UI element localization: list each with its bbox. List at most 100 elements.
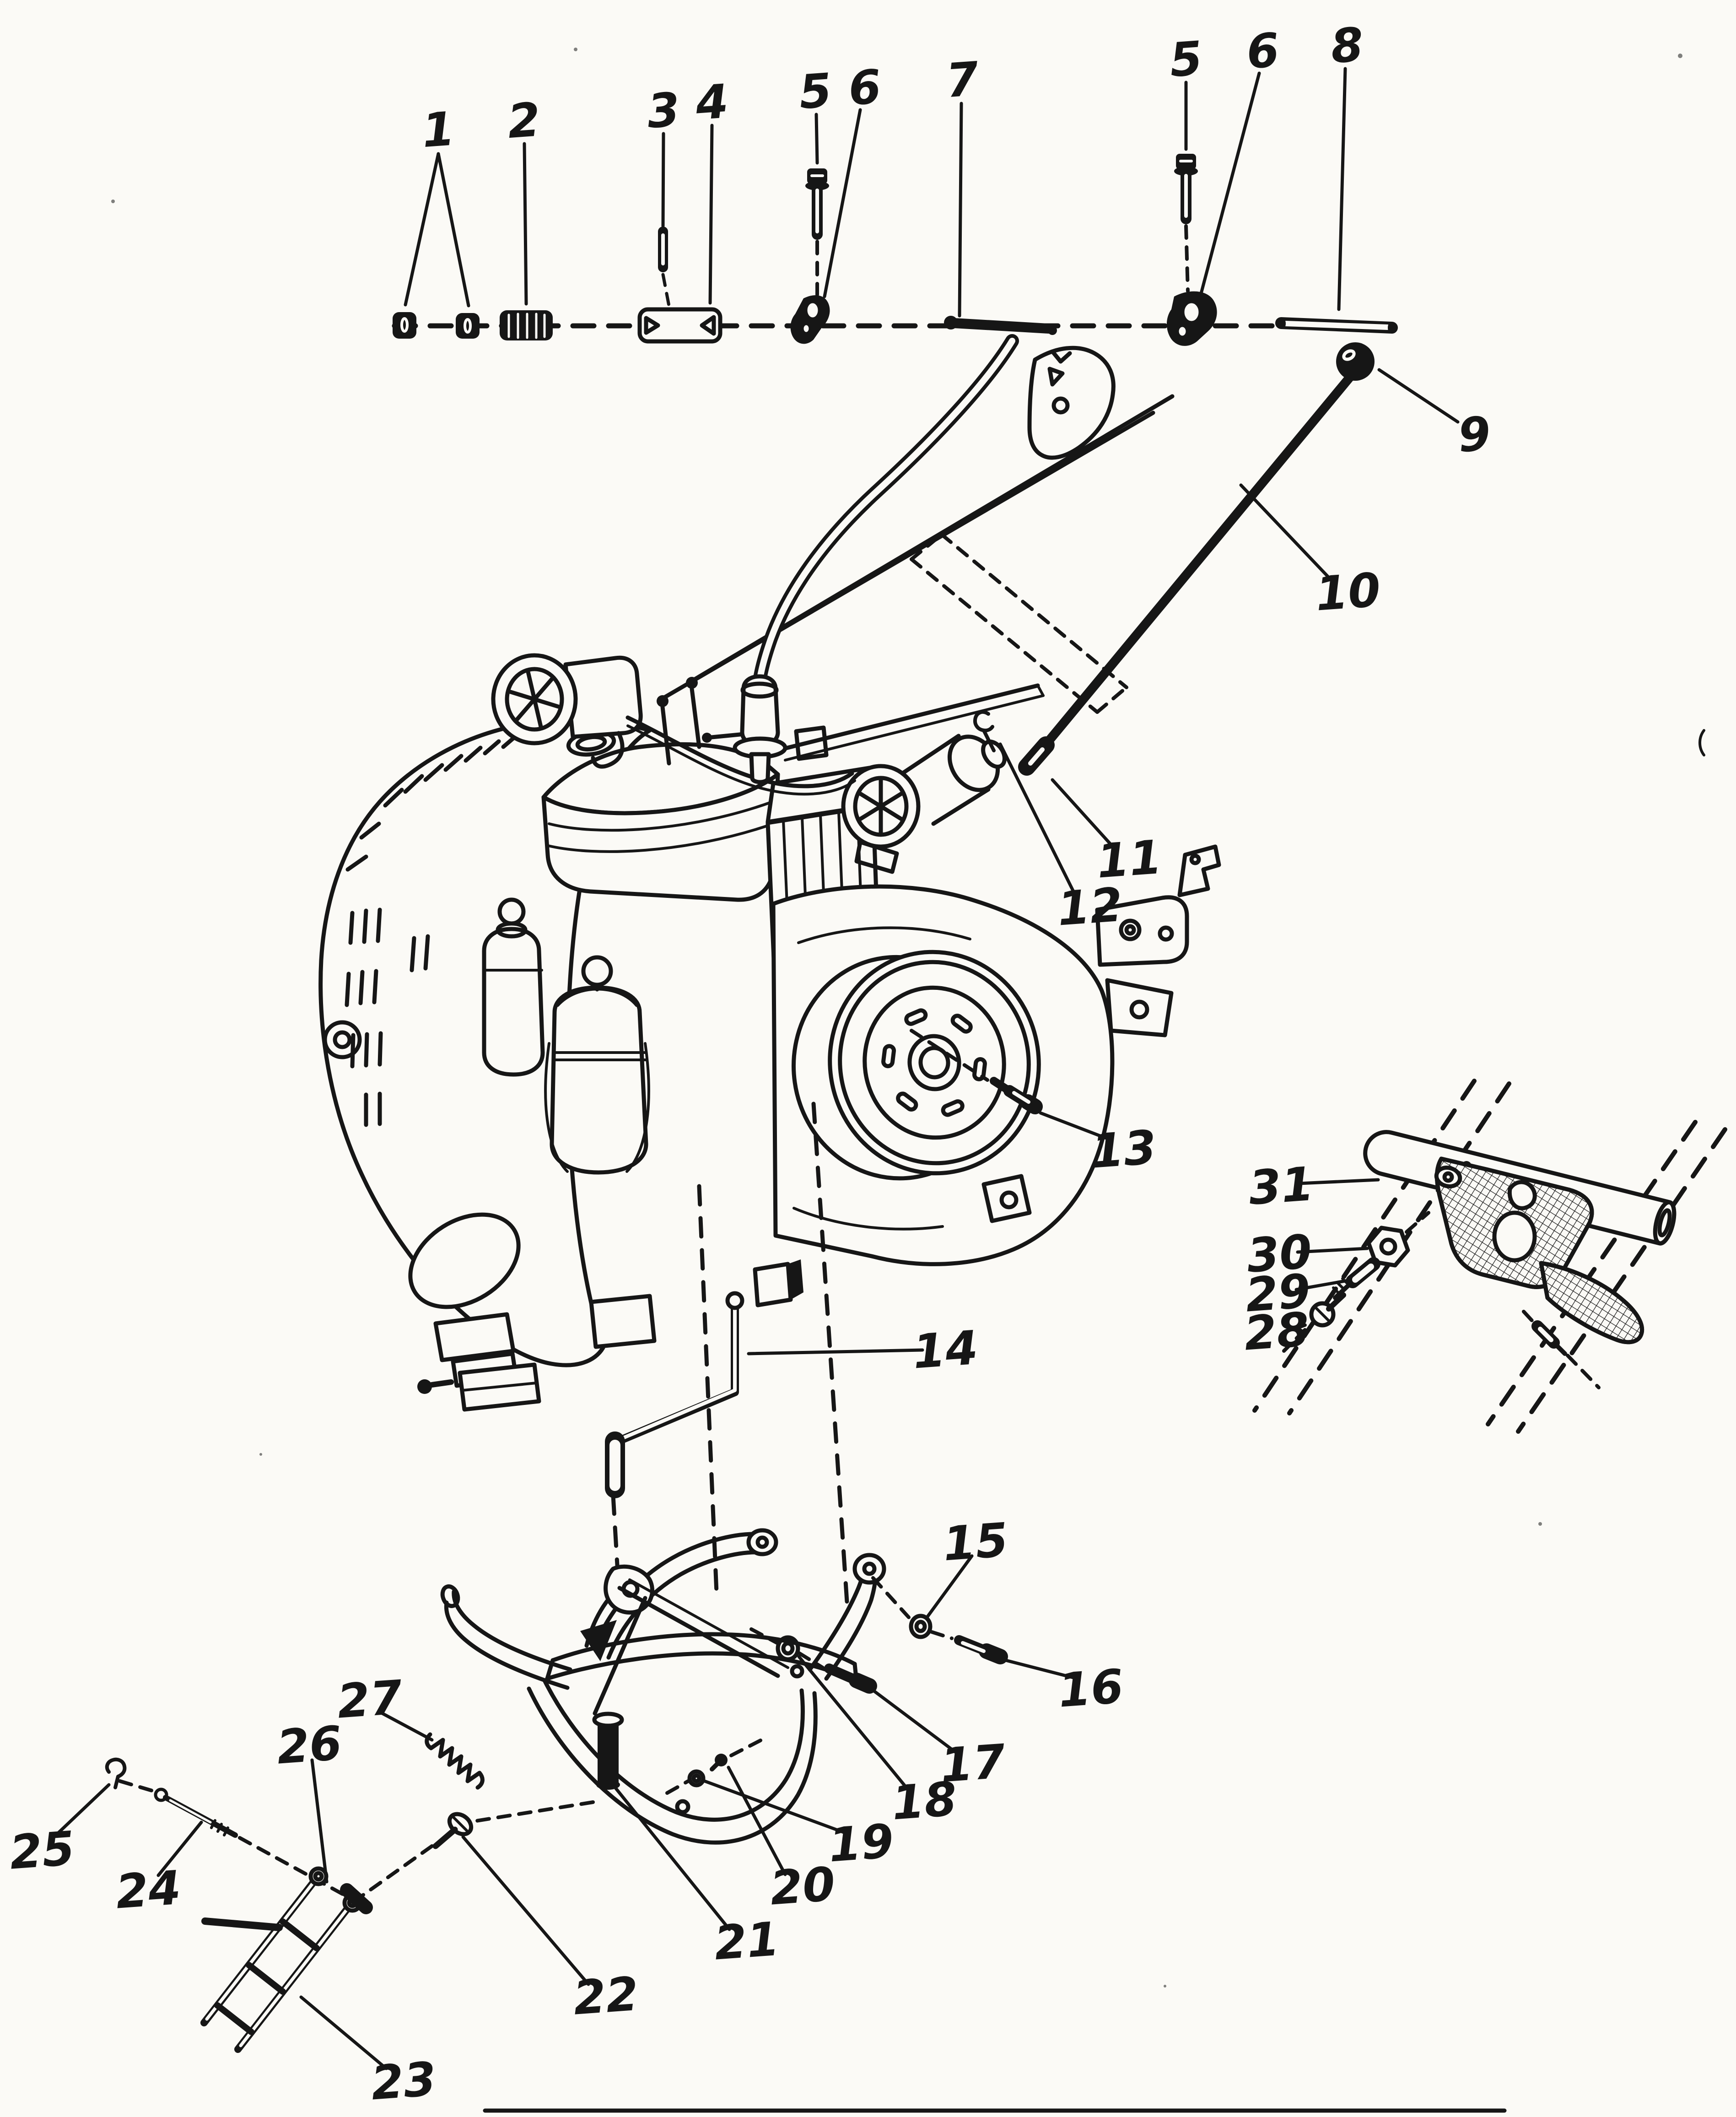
callout-16: 16 bbox=[1004, 1658, 1125, 1718]
part-bolt-5b bbox=[1174, 154, 1198, 293]
leader-line bbox=[461, 1835, 590, 1986]
callout-9: 9 bbox=[1377, 368, 1493, 463]
leader-line bbox=[523, 142, 528, 306]
callout-number: 15 bbox=[941, 1513, 1010, 1572]
part-coupler-2 bbox=[500, 310, 553, 340]
frame-cradle-assembly bbox=[361, 1528, 1008, 1897]
callout-number: 18 bbox=[890, 1772, 959, 1831]
leader-line bbox=[1294, 1279, 1350, 1291]
hatched-bracket bbox=[1434, 1156, 1644, 1345]
callout-10: 10 bbox=[1239, 483, 1382, 622]
callout-30: 30 bbox=[1245, 1225, 1369, 1284]
leader-line bbox=[797, 1655, 910, 1791]
callout-number: 20 bbox=[768, 1857, 837, 1916]
return-spring-27 bbox=[361, 1732, 595, 1897]
leader-line bbox=[708, 124, 714, 305]
callout-19: 19 bbox=[703, 1779, 895, 1873]
callout-6: 6 bbox=[823, 59, 883, 298]
starter-motor bbox=[841, 734, 1007, 874]
callout-6: 6 bbox=[1197, 23, 1281, 304]
part-bolt-5a bbox=[805, 168, 829, 297]
callout-number: 2 bbox=[506, 92, 542, 149]
callout-25: 25 bbox=[8, 1783, 111, 1880]
frame-hardware bbox=[665, 1576, 1008, 1795]
linkage-inset-drawing bbox=[1252, 1079, 1727, 1434]
callout-number: 3 bbox=[646, 82, 682, 139]
shroud-hatching bbox=[345, 734, 518, 1127]
callout-number: 1 bbox=[421, 102, 457, 158]
callout-number: 17 bbox=[938, 1734, 1007, 1793]
frame-cradle bbox=[440, 1528, 886, 1845]
callout-number: 24 bbox=[114, 1861, 183, 1920]
leader-line bbox=[299, 1995, 388, 2070]
leader-line bbox=[958, 102, 963, 318]
leader-line bbox=[870, 1688, 958, 1755]
nut-30 bbox=[1366, 1211, 1430, 1268]
callout-number: 23 bbox=[369, 2052, 438, 2111]
callout-28: 28 bbox=[1242, 1302, 1311, 1361]
leader-line bbox=[614, 1787, 731, 1931]
callout-number: 22 bbox=[571, 1967, 640, 2026]
callout-22: 22 bbox=[461, 1835, 640, 2026]
leader-line bbox=[814, 113, 819, 165]
callout-number: 16 bbox=[1057, 1659, 1125, 1718]
callout-18: 18 bbox=[797, 1655, 959, 1831]
callout-5: 5 bbox=[1168, 31, 1204, 151]
callout-number: 30 bbox=[1245, 1225, 1314, 1284]
part-rod-8 bbox=[1275, 317, 1398, 334]
callout-1: 1 bbox=[404, 102, 470, 308]
callout-number: 31 bbox=[1247, 1157, 1315, 1216]
callout-11: 11 bbox=[1051, 778, 1164, 889]
scan-marks bbox=[111, 48, 1705, 2113]
leader-line bbox=[1293, 1322, 1311, 1331]
leader-line bbox=[747, 1348, 924, 1356]
callout-number: 13 bbox=[1089, 1120, 1158, 1179]
callout-17: 17 bbox=[870, 1688, 1007, 1793]
engine-assembly-drawing bbox=[318, 653, 1221, 1412]
leader-line bbox=[727, 1766, 787, 1876]
callout-number: 8 bbox=[1329, 17, 1365, 74]
oil-canisters bbox=[482, 897, 650, 1175]
leader-line bbox=[1197, 71, 1261, 304]
leader-line bbox=[925, 1554, 974, 1619]
leader-line bbox=[1239, 483, 1332, 581]
lever-pipe bbox=[733, 316, 1057, 784]
callout-29: 29 bbox=[1244, 1264, 1350, 1323]
callout-number: 4 bbox=[694, 74, 730, 131]
cotter-pin-25 bbox=[105, 1757, 127, 1789]
leader-line bbox=[1337, 67, 1347, 311]
callout-number: 25 bbox=[8, 1821, 76, 1880]
callout-number: 28 bbox=[1242, 1302, 1311, 1361]
callout-number: 7 bbox=[944, 52, 981, 108]
callout-20: 20 bbox=[727, 1766, 837, 1916]
adjuster-29 bbox=[1332, 1257, 1380, 1300]
callout-3: 3 bbox=[646, 82, 682, 308]
callout-27: 27 bbox=[335, 1670, 434, 1742]
drum-bolt-13 bbox=[910, 1029, 1043, 1114]
leader-line bbox=[404, 152, 440, 307]
callout-2: 2 bbox=[506, 92, 542, 306]
leader-line bbox=[1296, 1247, 1369, 1254]
part-sleeve-4 bbox=[637, 307, 722, 344]
brake-drum bbox=[791, 950, 1041, 1181]
callout-number: 21 bbox=[712, 1912, 781, 1971]
callout-21: 21 bbox=[614, 1787, 781, 1971]
gear-rod-assembly bbox=[973, 342, 1375, 776]
screw-22 bbox=[432, 1812, 474, 1849]
part-clamp-6a bbox=[790, 295, 830, 344]
callout-number: 19 bbox=[827, 1814, 895, 1873]
leader-line bbox=[1298, 1178, 1380, 1185]
leader-line bbox=[703, 1779, 846, 1834]
screw-28 bbox=[1282, 1292, 1346, 1353]
callout-23: 23 bbox=[299, 1995, 438, 2111]
part-nuts-1 bbox=[393, 312, 480, 339]
threaded-rod-24 bbox=[154, 1788, 238, 1838]
callout-5: 5 bbox=[798, 63, 834, 165]
callout-number: 5 bbox=[798, 63, 834, 120]
leader-line bbox=[1051, 778, 1115, 848]
callout-12: 12 bbox=[998, 742, 1124, 937]
part-clamp-6b bbox=[1166, 291, 1217, 346]
